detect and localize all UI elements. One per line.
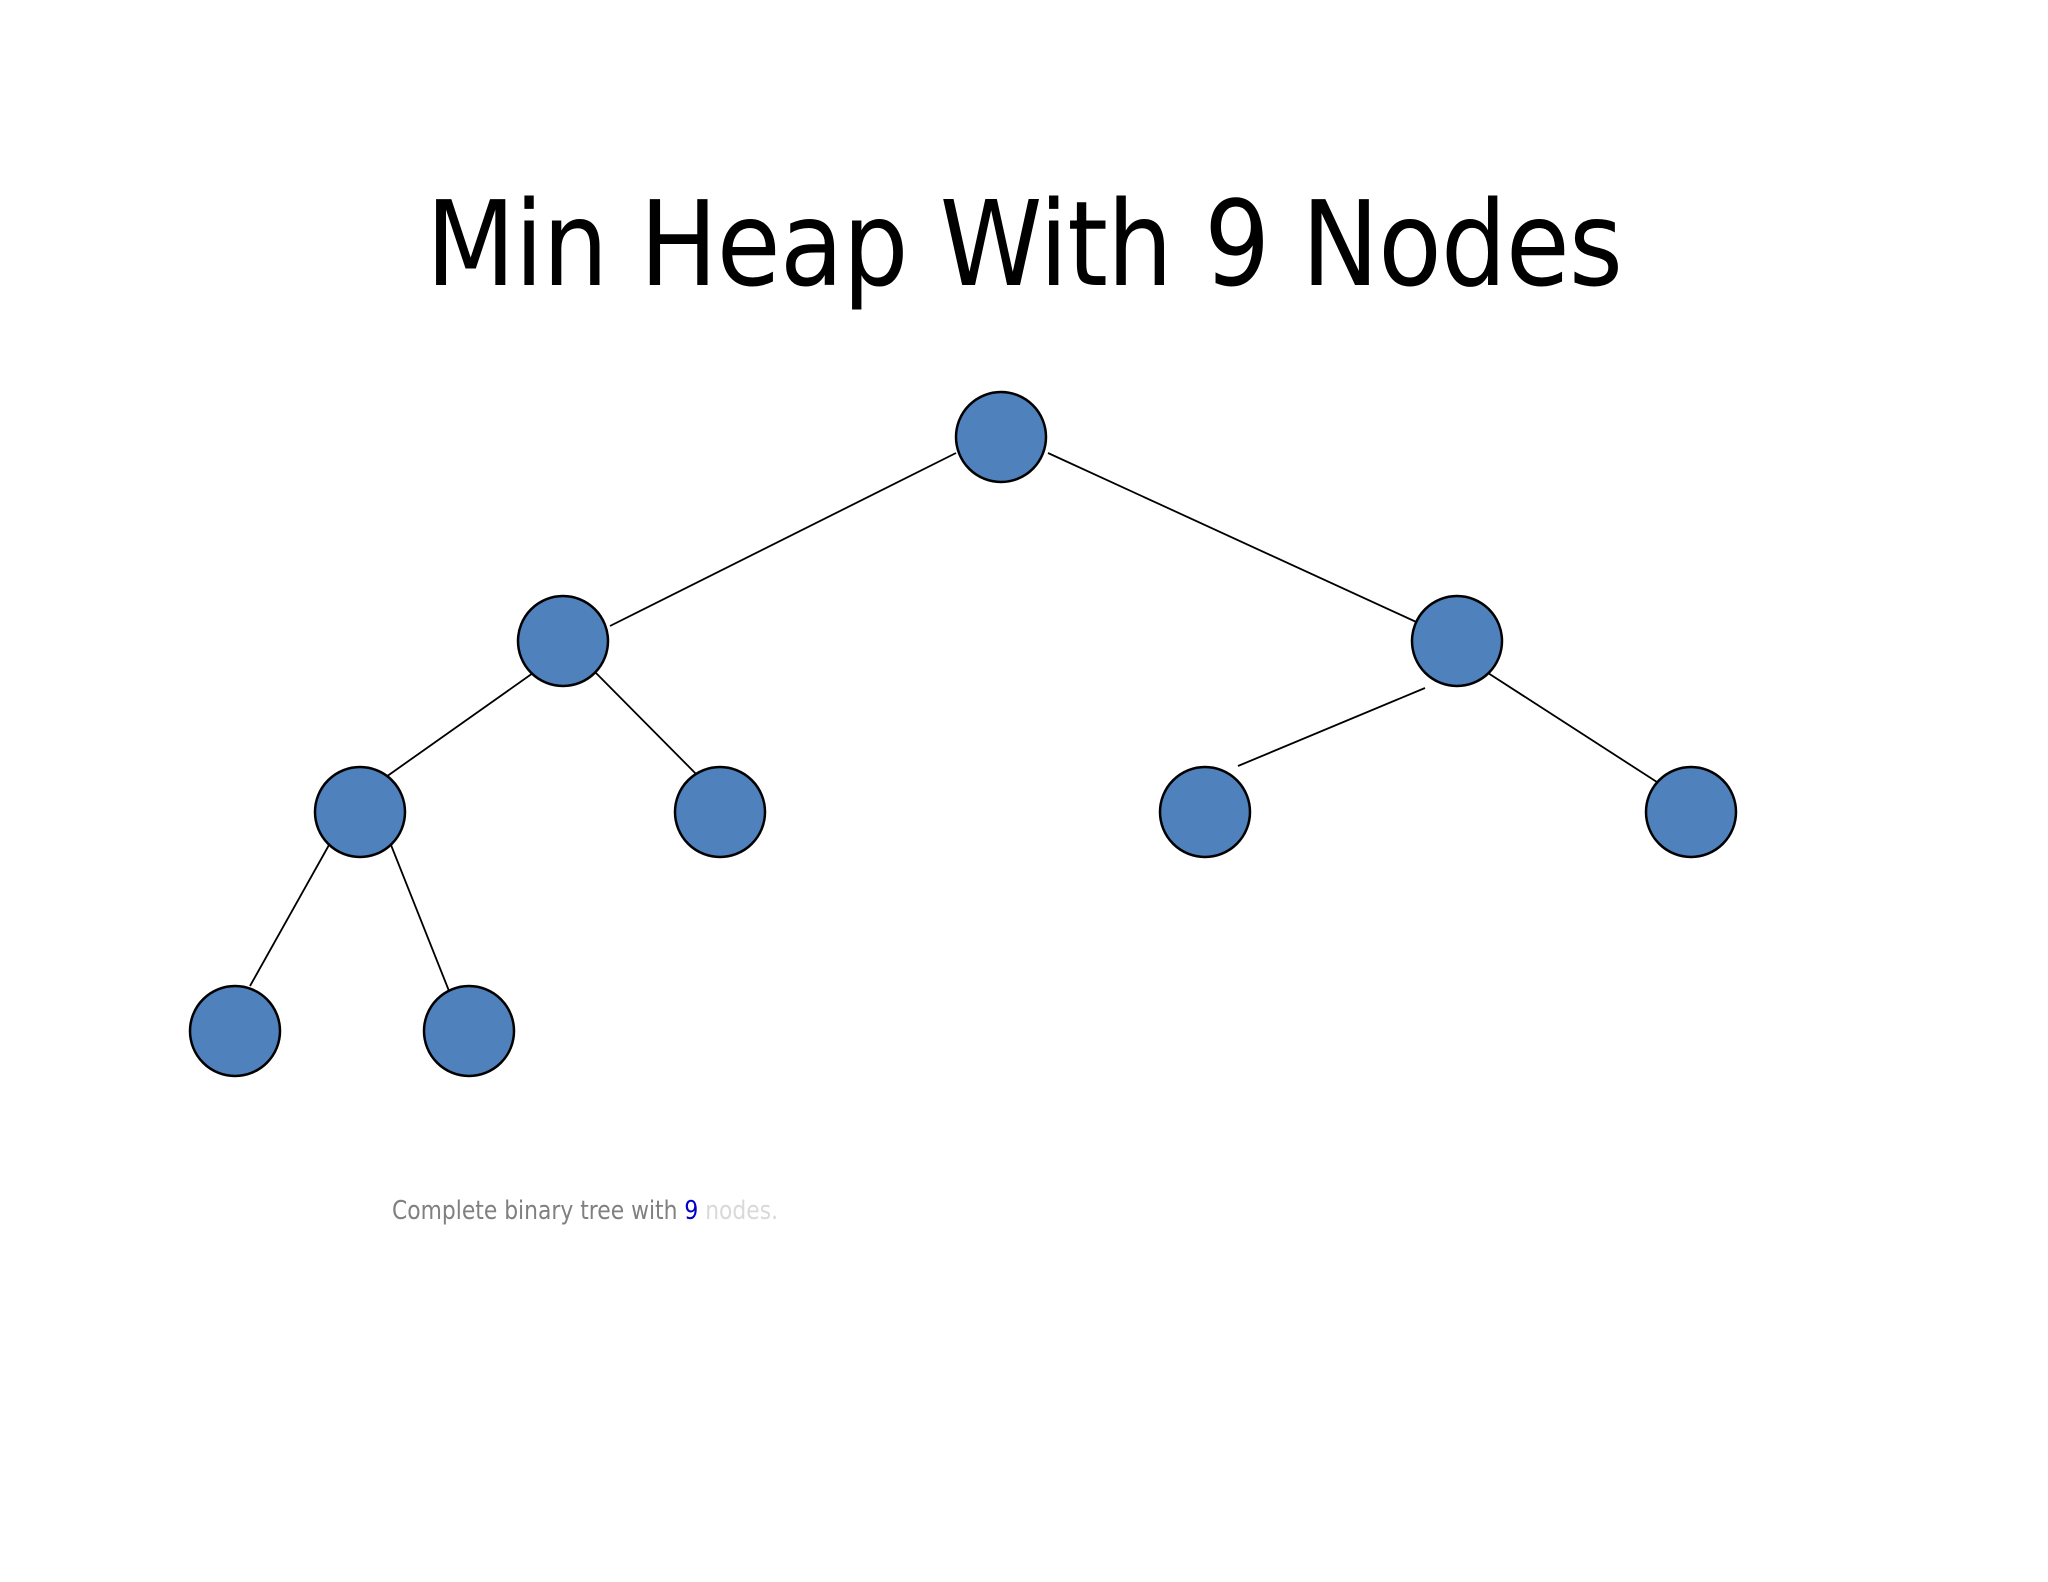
heap-node-5 (673, 765, 767, 859)
caption-lead: Complete binary tree with (392, 1196, 685, 1226)
tree-edge-3-6 (1237, 687, 1426, 767)
heap-node-9 (422, 984, 516, 1078)
heap-node-8 (188, 984, 282, 1078)
heap-node-3 (1410, 594, 1504, 688)
tree-edge-1-2 (609, 452, 957, 627)
heap-node-1 (954, 390, 1048, 484)
tree-edge-4-8 (249, 844, 330, 987)
slide-title: Min Heap With 9 Nodes (425, 175, 1623, 313)
tree-edge-1-3 (1047, 452, 1426, 627)
heap-node-2 (516, 594, 610, 688)
heap-node-6 (1158, 765, 1252, 859)
caption-count: 9 (684, 1196, 699, 1226)
heap-node-7 (1644, 765, 1738, 859)
tree-edge-2-4 (375, 672, 534, 785)
tree-edge-2-5 (595, 672, 707, 785)
tree-edge-3-7 (1487, 672, 1661, 785)
tree-edge-4-9 (390, 844, 454, 1002)
caption-trail: nodes. (698, 1196, 779, 1226)
caption: Complete binary tree with 9 nodes. (392, 1198, 778, 1224)
heap-node-4 (313, 765, 407, 859)
